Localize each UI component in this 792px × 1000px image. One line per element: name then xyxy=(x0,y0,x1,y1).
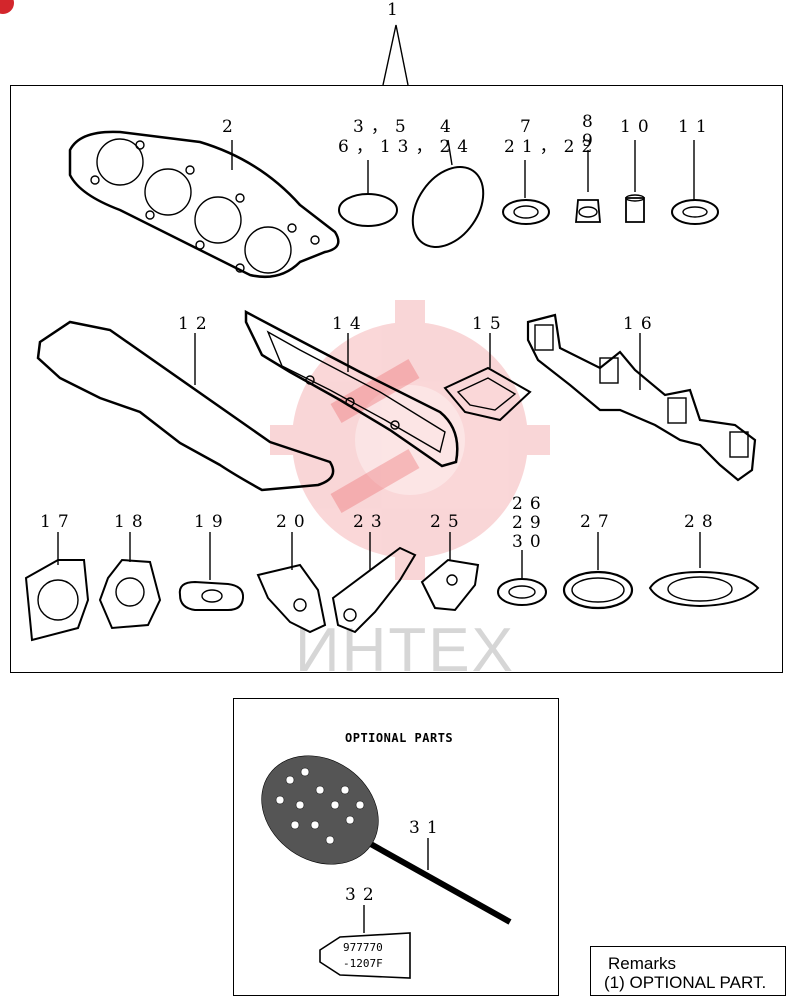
callout-4: 4 xyxy=(440,117,458,137)
callout-9: 9 xyxy=(582,131,600,151)
callout-16: 16 xyxy=(623,314,659,334)
callout-14: 14 xyxy=(332,314,368,334)
callout-6-13-24: 6，13，24 xyxy=(338,137,476,157)
remarks-heading: Remarks xyxy=(608,954,677,973)
callout-28: 28 xyxy=(684,512,720,532)
callout-2: 2 xyxy=(222,117,240,137)
callout-1: 1 xyxy=(387,0,405,20)
o-ring-part-3 xyxy=(338,193,398,227)
optional-parts-title: OPTIONAL PARTS xyxy=(345,731,454,745)
callout-31: 31 xyxy=(409,818,445,838)
callout-30: 30 xyxy=(512,532,548,552)
tube-label-line2: -1207F xyxy=(343,957,383,970)
callout-15: 15 xyxy=(472,314,508,334)
corner-marker xyxy=(0,0,14,14)
brush-bristles xyxy=(261,755,379,865)
callout-26: 26 xyxy=(512,494,548,514)
callout-10: 10 xyxy=(620,117,656,137)
callout-20: 20 xyxy=(276,512,312,532)
callout-7: 7 xyxy=(520,117,538,137)
optional-parts-frame xyxy=(233,698,559,996)
callout-18: 18 xyxy=(114,512,150,532)
o-ring-part-4 xyxy=(411,166,485,248)
callout-19: 19 xyxy=(194,512,230,532)
tube-label-line1: 977770 xyxy=(343,941,383,954)
callout-25: 25 xyxy=(430,512,466,532)
callout-1-pointer xyxy=(382,24,409,86)
callout-12: 12 xyxy=(178,314,214,334)
remarks-line1: (1) OPTIONAL PART. xyxy=(604,973,767,992)
callout-8: 8 xyxy=(582,112,600,132)
callout-3-5: 3，5 xyxy=(353,117,413,137)
watermark-text: ИНТЕХ xyxy=(295,616,515,685)
remarks-box xyxy=(590,946,786,996)
callout-27: 27 xyxy=(580,512,616,532)
callout-32: 32 xyxy=(345,885,381,905)
callout-11: 11 xyxy=(678,117,714,137)
head-gasket-part-2 xyxy=(68,130,340,279)
callout-17: 17 xyxy=(40,512,76,532)
callout-21-22: 21，22 xyxy=(504,137,600,157)
main-parts-frame xyxy=(10,85,783,673)
callout-23: 23 xyxy=(353,512,389,532)
callout-29: 29 xyxy=(512,513,548,533)
